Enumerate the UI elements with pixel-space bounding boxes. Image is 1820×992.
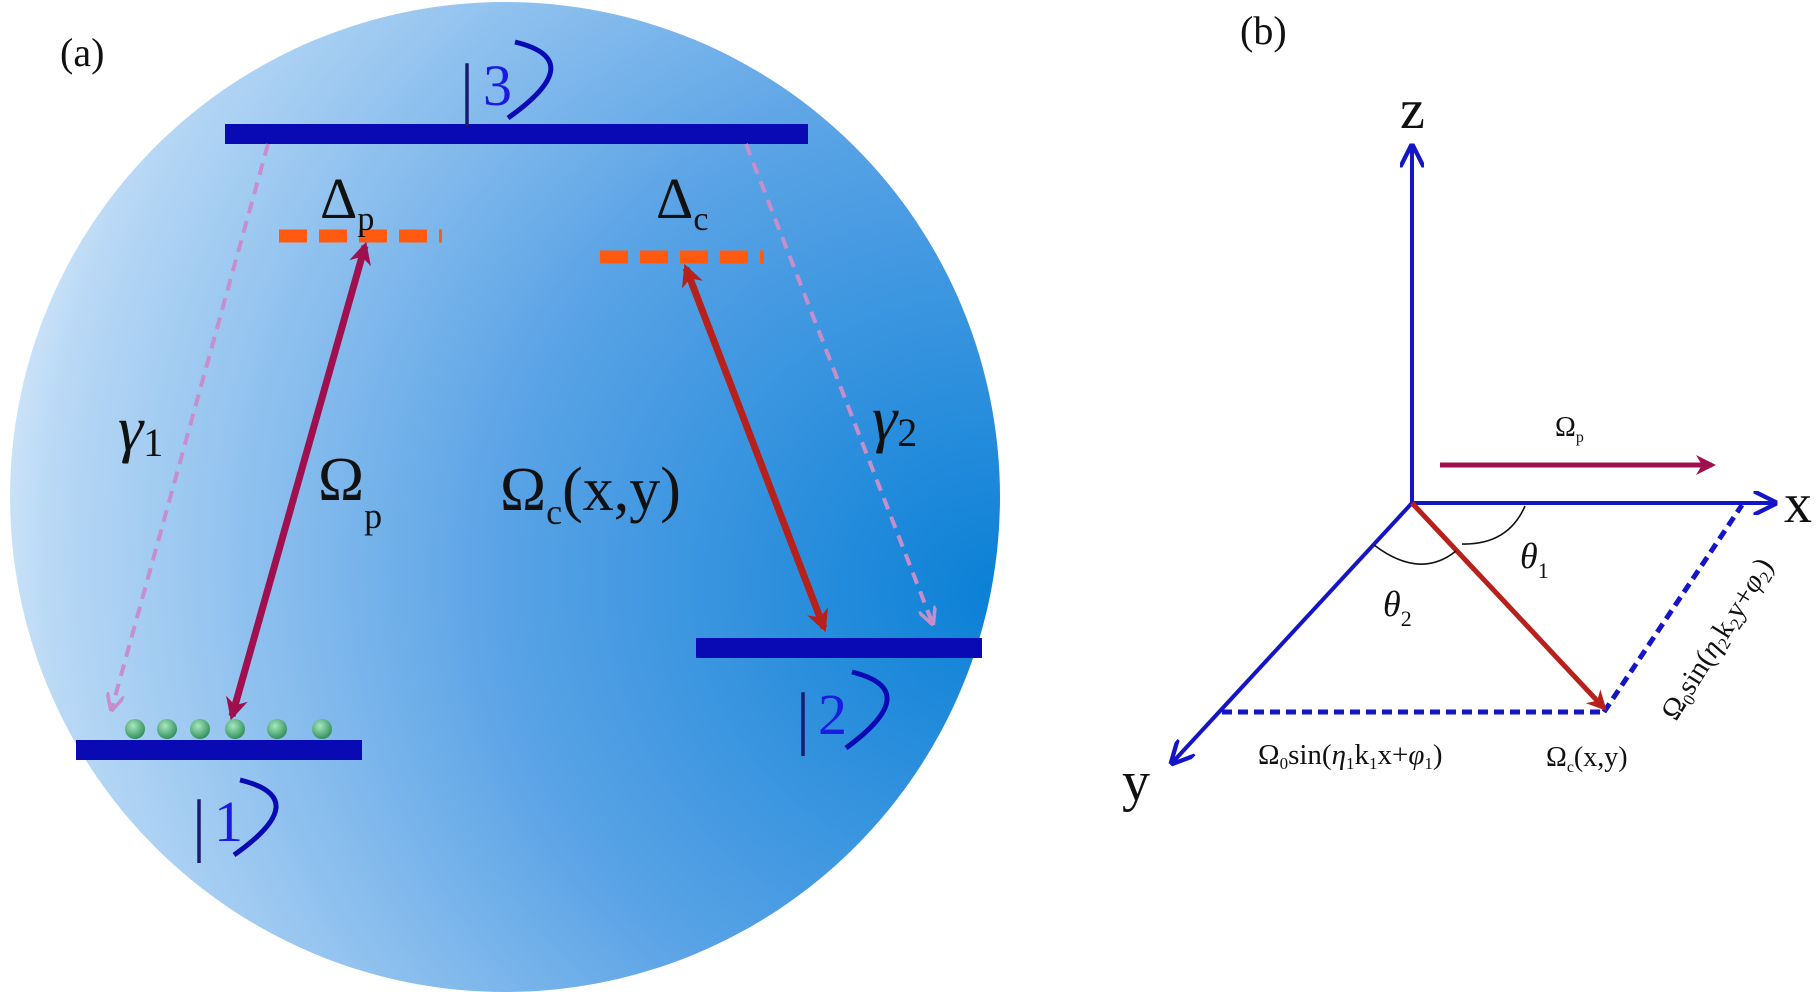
y-axis-label: y <box>1122 751 1150 813</box>
decay-gamma2-arrow <box>744 143 932 622</box>
ket-3-bracket <box>506 39 554 121</box>
panel-b: (b) z x y Ωp θ1 θ2 Ωc(x,y) Ω0sin(η1k1x+φ… <box>1122 8 1812 813</box>
panel-a-label: (a) <box>60 30 104 75</box>
x-axis-label: x <box>1784 473 1812 535</box>
omega-p-vector-label: Ωp <box>1555 412 1584 446</box>
panel-b-label: (b) <box>1240 8 1287 53</box>
theta1-arc <box>1461 505 1526 545</box>
coupling-field-arrow <box>681 263 829 633</box>
atom <box>125 719 145 739</box>
atom-population <box>125 719 332 739</box>
ket-2-bracket <box>844 669 890 751</box>
ket-2-bar: | <box>796 680 810 757</box>
omega-c-vector-label: Ωc(x,y) <box>1546 742 1628 776</box>
ket-3-number: 3 <box>483 53 512 118</box>
panel-a: (a) | 3 | 2 | 1 <box>10 2 1000 992</box>
level-2-bar <box>696 638 982 658</box>
level-1-bar <box>76 740 362 760</box>
decay-gamma1-arrow <box>112 143 270 708</box>
atom <box>225 719 245 739</box>
ket-3-bar: | <box>460 51 474 128</box>
coupling-field-vector <box>1410 501 1607 711</box>
gamma1-label: γ1 <box>118 393 163 465</box>
atom <box>312 719 332 739</box>
ket-3: | 3 <box>460 39 554 128</box>
omega-c-label: Ωc(x,y) <box>500 456 681 532</box>
delta-c-label: Δc <box>656 166 708 238</box>
atom <box>190 719 210 739</box>
ket-2-number: 2 <box>818 682 847 747</box>
ket-1-bracket <box>232 777 279 858</box>
level-3-bar <box>225 124 808 144</box>
delta-p-label: Δp <box>320 166 374 238</box>
y-axis <box>1172 501 1414 763</box>
ket-1-bar: | <box>192 787 206 864</box>
ket-1: | 1 <box>192 777 279 864</box>
ket-2: | 2 <box>796 669 890 757</box>
z-axis-label: z <box>1400 79 1425 141</box>
gamma2-label: γ2 <box>872 383 917 455</box>
theta2-label: θ2 <box>1383 584 1412 631</box>
atom <box>267 719 287 739</box>
probe-field-arrow <box>226 241 371 721</box>
theta1-label: θ1 <box>1520 536 1549 583</box>
theta2-arc <box>1373 544 1457 565</box>
ket-1-number: 1 <box>214 789 243 854</box>
atom <box>157 719 177 739</box>
omega-p-label: Ωp <box>318 446 382 536</box>
y-projection-formula: Ω0sin(η2k2y+φ2) <box>1655 552 1782 727</box>
y-projection-dashed <box>1601 503 1745 714</box>
x-projection-formula: Ω0sin(η1k1x+φ1) <box>1258 739 1443 773</box>
